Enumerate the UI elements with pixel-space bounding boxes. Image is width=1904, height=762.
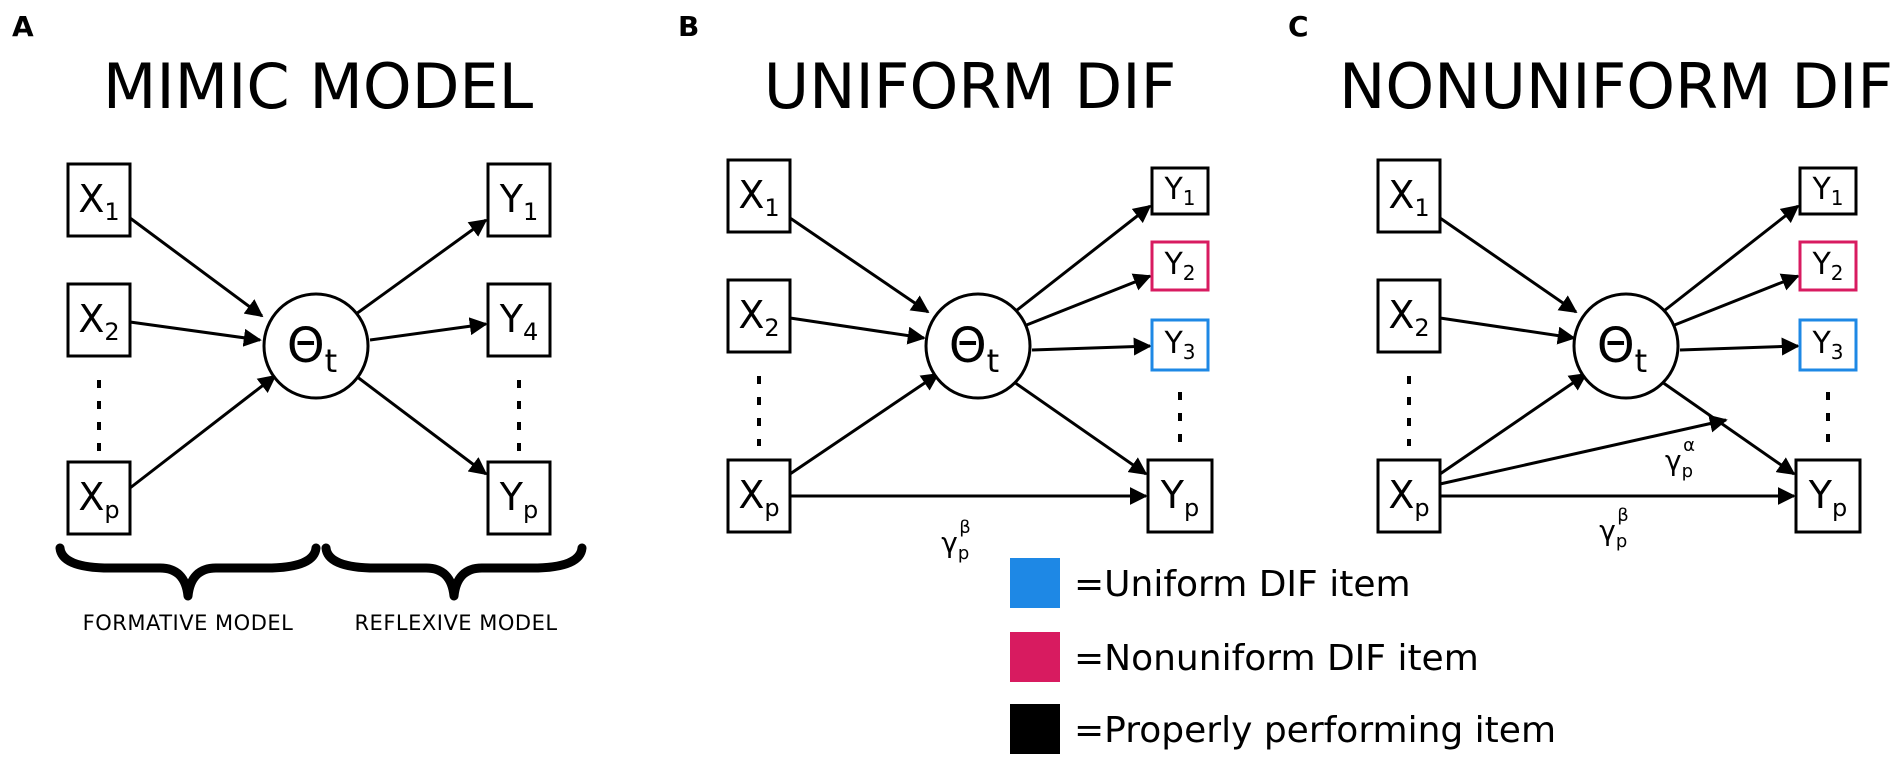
legend-label-proper: =Properly performing item — [1074, 710, 1556, 751]
gamma-alpha-label: γpα — [1665, 435, 1695, 482]
xp-label: Xp — [1388, 473, 1429, 522]
edge-theta-y2 — [1023, 273, 1152, 328]
y3-box-uniform — [1798, 318, 1858, 372]
formative-brace — [55, 543, 321, 601]
edge-xp-theta — [789, 372, 940, 476]
edge-xp-theta — [1439, 372, 1588, 476]
edge-xp-interaction — [1439, 414, 1728, 486]
gamma-beta-label: γpβ — [1599, 505, 1629, 552]
x1-label: X1 — [78, 177, 119, 226]
legend-swatch-nonuniform — [1010, 632, 1060, 682]
panel-b-title: UNIFORM DIF — [764, 50, 1176, 123]
edge-theta-y3 — [1031, 337, 1152, 356]
y3-box-uniform — [1150, 318, 1210, 372]
x2-label: X2 — [1388, 293, 1429, 342]
y1-box — [1798, 166, 1858, 216]
edge-xp-theta — [129, 374, 277, 490]
edge-x1-theta — [129, 216, 264, 318]
formative-caption: FORMATIVE MODEL — [83, 611, 294, 635]
theta-label: Θt — [949, 318, 999, 380]
x1-box — [726, 158, 792, 234]
legend-label-nonuniform: =Nonuniform DIF item — [1074, 638, 1479, 679]
edge-theta-yp — [355, 374, 488, 476]
y4-label: Y4 — [499, 297, 539, 346]
y1-label: Y1 — [1163, 172, 1195, 210]
y2-label: Y2 — [1811, 247, 1843, 285]
yp-box — [1794, 458, 1862, 534]
edge-theta-yp — [1013, 380, 1148, 476]
y1-box — [1150, 166, 1210, 216]
theta-label: Θt — [1597, 318, 1647, 380]
xp-box — [66, 460, 132, 536]
xp-label: Xp — [78, 475, 119, 524]
panel-letter-a: A — [12, 10, 34, 43]
edge-x2-theta — [129, 320, 262, 347]
edge-theta-y1 — [1659, 204, 1800, 316]
x2-label: X2 — [78, 297, 119, 346]
panel-a: A MIMIC MODEL X1 X2 Xp Θt Y1 Y4 Yp FORMA… — [12, 10, 587, 635]
y1-label: Y1 — [1811, 172, 1843, 210]
yp-box — [486, 460, 552, 536]
y3-label: Y3 — [1163, 326, 1195, 364]
theta-node — [1572, 292, 1680, 400]
gamma-beta-label: γpβ — [941, 517, 971, 564]
x2-box — [1376, 278, 1442, 354]
edge-theta-y4 — [369, 317, 488, 342]
edge-x1-theta — [789, 216, 930, 314]
edge-theta-y1 — [1011, 204, 1152, 316]
y1-label: Y1 — [499, 177, 539, 226]
xp-label: Xp — [738, 473, 779, 522]
panel-b: B UNIFORM DIF X1 X2 Xp Θt Y1 Y2 Y3 Yp γp… — [678, 10, 1214, 564]
x2-label: X2 — [738, 293, 779, 342]
legend-swatch-uniform — [1010, 558, 1060, 608]
panel-letter-b: B — [678, 10, 699, 43]
edge-x1-theta — [1439, 216, 1578, 314]
panel-letter-c: C — [1288, 10, 1309, 43]
edge-x2-theta — [1439, 316, 1576, 345]
y2-box-nonuniform — [1150, 240, 1210, 292]
y1-box — [486, 162, 552, 238]
yp-label: Yp — [1160, 473, 1199, 522]
edge-x2-theta — [789, 316, 926, 345]
panel-a-title: MIMIC MODEL — [103, 50, 534, 123]
theta-label: Θt — [287, 318, 337, 380]
x2-box — [726, 278, 792, 354]
y2-label: Y2 — [1163, 247, 1195, 285]
theta-node — [924, 292, 1032, 400]
xp-box — [726, 458, 792, 534]
x1-label: X1 — [1388, 173, 1429, 222]
theta-node — [262, 292, 370, 400]
xp-box — [1376, 458, 1442, 534]
x2-box — [66, 282, 132, 358]
x1-box — [1376, 158, 1442, 234]
yp-label: Yp — [1808, 473, 1847, 522]
panel-c-title: NONUNIFORM DIF — [1339, 50, 1893, 123]
y2-box-nonuniform — [1798, 240, 1858, 292]
reflexive-brace — [321, 543, 587, 601]
y4-box — [486, 282, 552, 358]
legend-swatch-proper — [1010, 704, 1060, 754]
edge-theta-yp — [1661, 380, 1796, 476]
yp-box — [1146, 458, 1214, 534]
x1-label: X1 — [738, 173, 779, 222]
legend: =Uniform DIF item =Nonuniform DIF item =… — [1010, 558, 1556, 754]
legend-label-uniform: =Uniform DIF item — [1074, 564, 1411, 605]
edge-theta-y3 — [1679, 337, 1800, 356]
yp-label: Yp — [499, 475, 538, 524]
y3-label: Y3 — [1811, 326, 1843, 364]
edge-theta-y2 — [1671, 273, 1800, 328]
edge-theta-y1 — [355, 218, 488, 316]
reflexive-caption: REFLEXIVE MODEL — [354, 611, 557, 635]
panel-c: C NONUNIFORM DIF X1 X2 Xp Θt Y1 Y2 Y3 Yp… — [1288, 10, 1893, 552]
x1-box — [66, 162, 132, 238]
